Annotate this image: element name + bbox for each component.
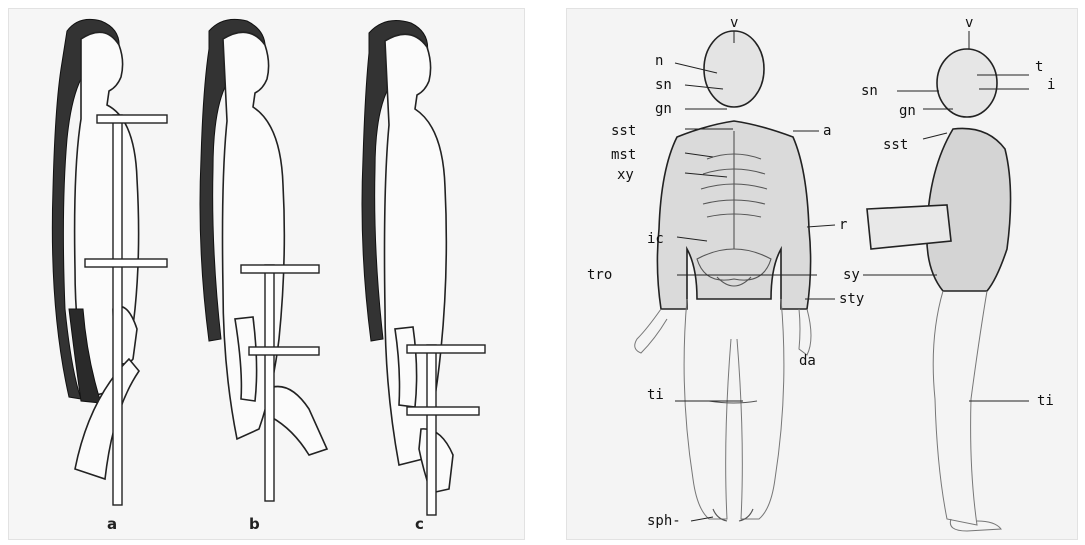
landmark-front-ic: ic [647, 231, 664, 247]
landmark-front-sty: sty [839, 291, 864, 307]
landmark-front-sst: sst [611, 123, 636, 139]
landmark-front-n: n [655, 53, 663, 69]
anthropometer-illustration: a b c [8, 8, 525, 540]
landmark-front-sy: sy [843, 267, 860, 283]
landmark-side-i: i [1047, 77, 1055, 93]
side-figure [867, 49, 1011, 531]
landmark-side-t: t [1035, 59, 1043, 75]
landmark-front-r: r [839, 217, 847, 233]
landmark-front-tro: tro [587, 267, 612, 283]
anthropometer-drawing: a b c [9, 9, 524, 539]
landmark-front-da: da [799, 353, 816, 369]
landmark-front-gn: gn [655, 101, 672, 117]
figure-b [200, 19, 327, 501]
landmark-front-mst: mst [611, 147, 636, 163]
landmark-side-ti: ti [1037, 393, 1054, 409]
landmark-illustration: v n sn gn sst a mst xy ic r tro sy sty d… [566, 8, 1078, 540]
landmark-front-sph: sph- [647, 513, 681, 529]
landmark-side-gn: gn [899, 103, 916, 119]
landmark-side-v: v [965, 15, 973, 31]
figure-c [362, 21, 485, 515]
landmark-drawing: v n sn gn sst a mst xy ic r tro sy sty d… [567, 9, 1077, 539]
landmark-front-xy: xy [617, 167, 634, 183]
landmark-front-sn: sn [655, 77, 672, 93]
landmark-front-ti: ti [647, 387, 664, 403]
landmark-front-v: v [730, 15, 738, 31]
landmark-front-a: a [823, 123, 831, 139]
figure-a [52, 19, 167, 505]
sublabel-a: a [107, 515, 117, 533]
landmark-side-sn: sn [861, 83, 878, 99]
sublabel-c: c [415, 515, 424, 533]
landmark-side-sst: sst [883, 137, 908, 153]
sublabel-b: b [249, 515, 260, 533]
